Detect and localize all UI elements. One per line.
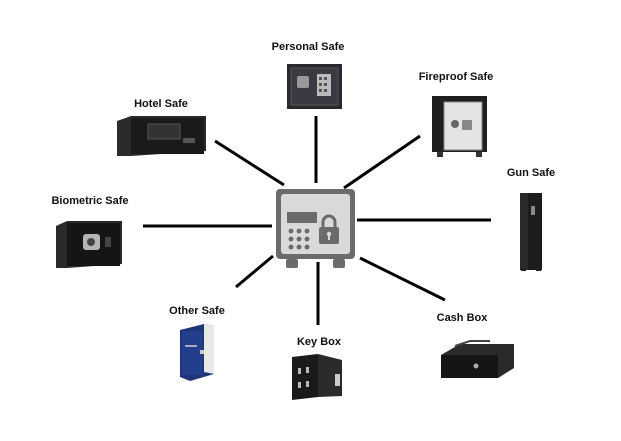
personal-safe-icon	[287, 64, 342, 109]
hotel-safe-icon	[117, 116, 206, 156]
node-label-personal: Personal Safe	[271, 41, 345, 53]
cash-box-icon	[441, 340, 514, 378]
node-label-other: Other Safe	[169, 305, 225, 317]
node-label-key: Key Box	[296, 336, 342, 348]
node-label-gun: Gun Safe	[506, 167, 556, 179]
book-safe-icon	[180, 324, 214, 381]
node-label-cash: Cash Box	[436, 312, 488, 324]
safe-keypad-lock-icon	[276, 189, 355, 268]
gun-safe-icon	[520, 193, 542, 271]
connector-fireproof	[343, 134, 421, 190]
fireproof-safe-icon	[432, 96, 487, 157]
key-box-icon	[292, 354, 342, 400]
biometric-safe-icon	[56, 221, 122, 268]
node-label-hotel: Hotel Safe	[134, 98, 188, 110]
connector-cash	[359, 256, 446, 302]
node-label-fireproof: Fireproof Safe	[418, 71, 494, 83]
node-label-biometric: Biometric Safe	[51, 195, 129, 207]
connector-lines	[143, 116, 491, 325]
connector-other	[235, 254, 274, 289]
connector-hotel	[214, 139, 285, 187]
